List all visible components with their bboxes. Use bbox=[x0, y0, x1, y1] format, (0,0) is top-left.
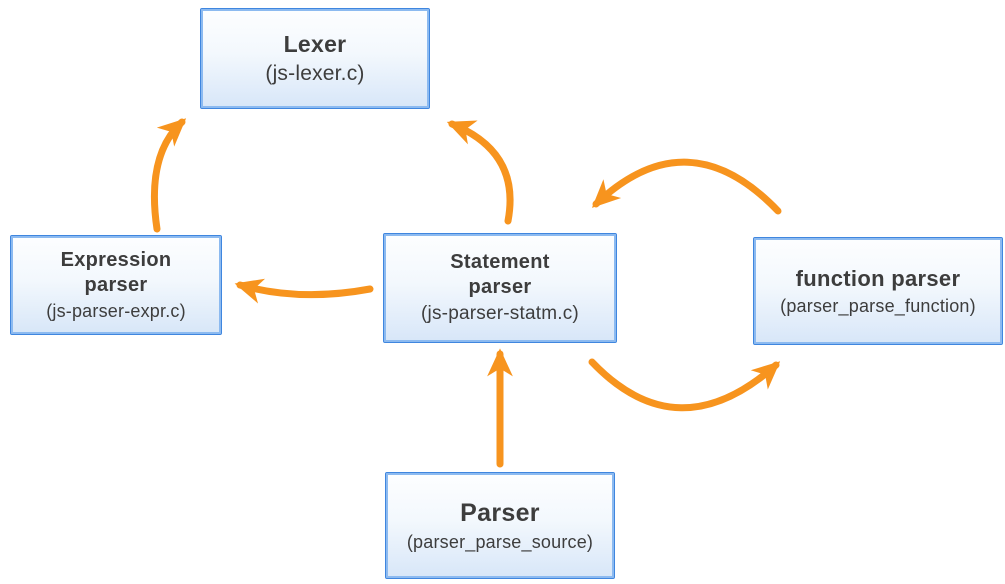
node-title: Expression parser bbox=[60, 248, 172, 296]
edge-statement-parser-to-lexer bbox=[446, 120, 514, 225]
node-title: function parser bbox=[795, 266, 961, 291]
node-lexer: Lexer (js-lexer.c) bbox=[200, 8, 430, 109]
edge-statement-parser-to-function-parser bbox=[588, 358, 781, 412]
edge-function-parser-to-statement-parser bbox=[591, 158, 782, 215]
node-title: Lexer bbox=[283, 31, 347, 57]
node-subtitle: (parser_parse_function) bbox=[780, 295, 976, 316]
edge-expression-parser-to-lexer bbox=[150, 118, 187, 233]
node-subtitle: (parser_parse_source) bbox=[406, 531, 594, 552]
node-subtitle: (js-lexer.c) bbox=[265, 61, 365, 85]
node-title: Parser bbox=[460, 498, 540, 527]
node-parser: Parser (parser_parse_source) bbox=[385, 472, 615, 579]
node-title: Statement parser bbox=[450, 251, 550, 299]
node-expression-parser: Expression parser (js-parser-expr.c) bbox=[10, 235, 222, 335]
node-subtitle: (js-parser-statm.c) bbox=[421, 303, 579, 325]
edge-statement-parser-to-expression-parser bbox=[234, 278, 374, 304]
node-function-parser: function parser (parser_parse_function) bbox=[753, 237, 1003, 345]
node-subtitle: (js-parser-expr.c) bbox=[46, 300, 186, 321]
node-statement-parser: Statement parser (js-parser-statm.c) bbox=[383, 233, 617, 343]
